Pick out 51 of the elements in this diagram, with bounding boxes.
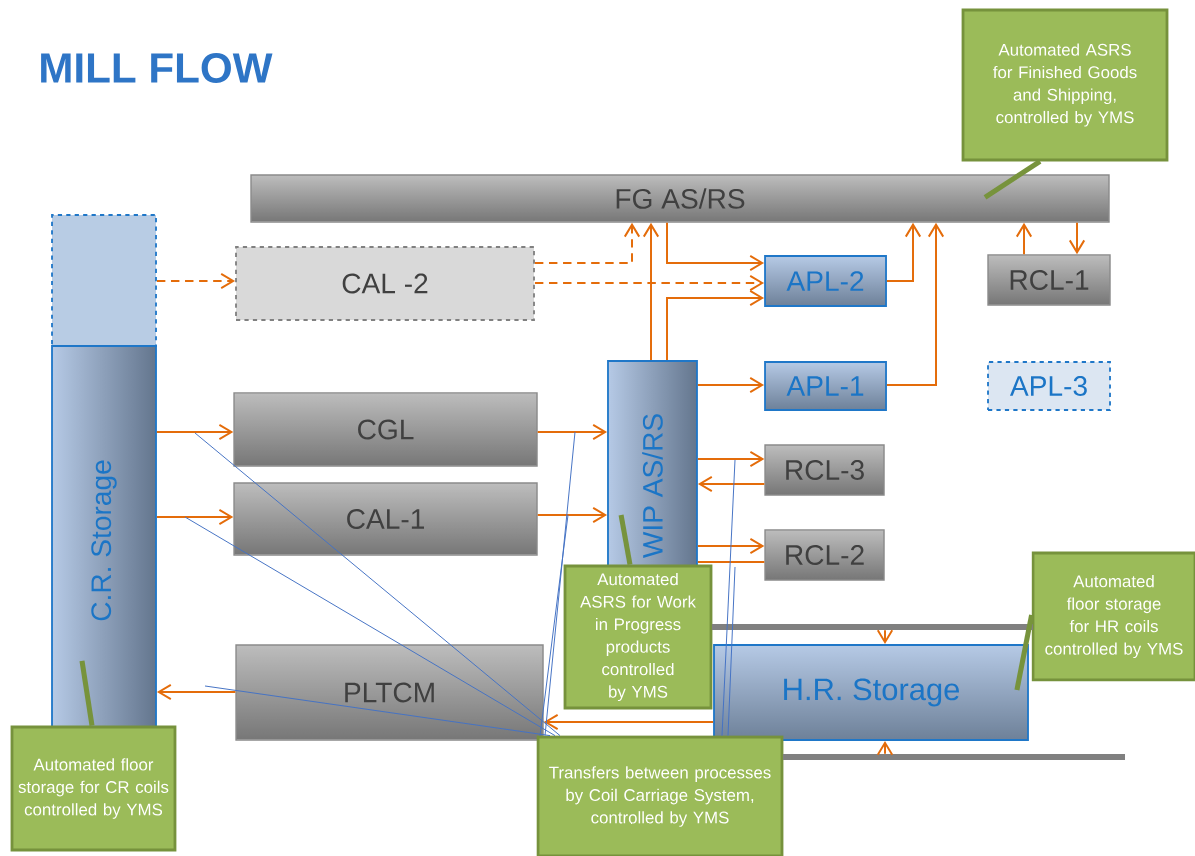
process-box: APL-2 (764, 255, 887, 307)
arrow (642, 222, 660, 362)
process-box: FG AS/RS (250, 174, 1110, 223)
planned-process-box: APL-3 (987, 361, 1111, 411)
storage-box: H.R. Storage (713, 644, 1029, 741)
leader-line (618, 514, 633, 566)
callout-box: Automated floor storage for CR coils controlled by YMS (10, 725, 177, 852)
arrow (536, 423, 608, 441)
process-box: APL-1 (764, 361, 887, 411)
arrow (543, 713, 715, 731)
arrow (156, 683, 237, 701)
arrow (666, 289, 765, 362)
arrow (155, 272, 236, 290)
callout-box: Automated floor storage for HR coils controlled by YMS (1031, 551, 1195, 682)
arrow (155, 423, 234, 441)
leader-line (194, 432, 561, 737)
arrow (697, 475, 766, 493)
arrow (1015, 222, 1033, 256)
arrow (696, 450, 765, 468)
leader-line (204, 685, 551, 737)
callout-box: Transfers between processes by Coil Carriage System, controlled by YMS (536, 735, 784, 856)
leader-line (79, 660, 95, 726)
process-box: PLTCM (235, 644, 544, 741)
arrow (696, 376, 765, 394)
planned-storage-box (51, 214, 157, 347)
rail (712, 624, 1033, 630)
arrow (536, 506, 608, 524)
leader-line (184, 516, 556, 737)
planned-process-box: CAL -2 (235, 246, 535, 321)
leader-line (721, 459, 736, 737)
arrow (666, 221, 765, 272)
arrow (155, 508, 234, 526)
leader-line (544, 431, 576, 737)
rail (783, 754, 1125, 760)
arrow (1068, 221, 1086, 255)
title: MILL FLOW (41, 53, 273, 83)
process-box: CAL-1 (233, 482, 538, 556)
process-box: CGL (233, 392, 538, 467)
process-box: RCL-1 (987, 254, 1111, 306)
callout-box: Automated ASRS for Work in Progress products controlled by YMS (563, 564, 713, 710)
process-box: RCL-3 (764, 444, 885, 496)
arrow (533, 222, 641, 264)
process-box: RCL-2 (764, 529, 885, 581)
arrow (533, 274, 765, 292)
leader-line (727, 566, 736, 737)
arrow (885, 222, 922, 282)
arrow (696, 537, 765, 555)
leader-line (539, 514, 569, 737)
arrow (885, 222, 945, 386)
callout-box: Automated ASRS for Finished Goods and Shipping, controlled by YMS (961, 8, 1169, 162)
storage-column: C.R. Storage (51, 345, 157, 736)
